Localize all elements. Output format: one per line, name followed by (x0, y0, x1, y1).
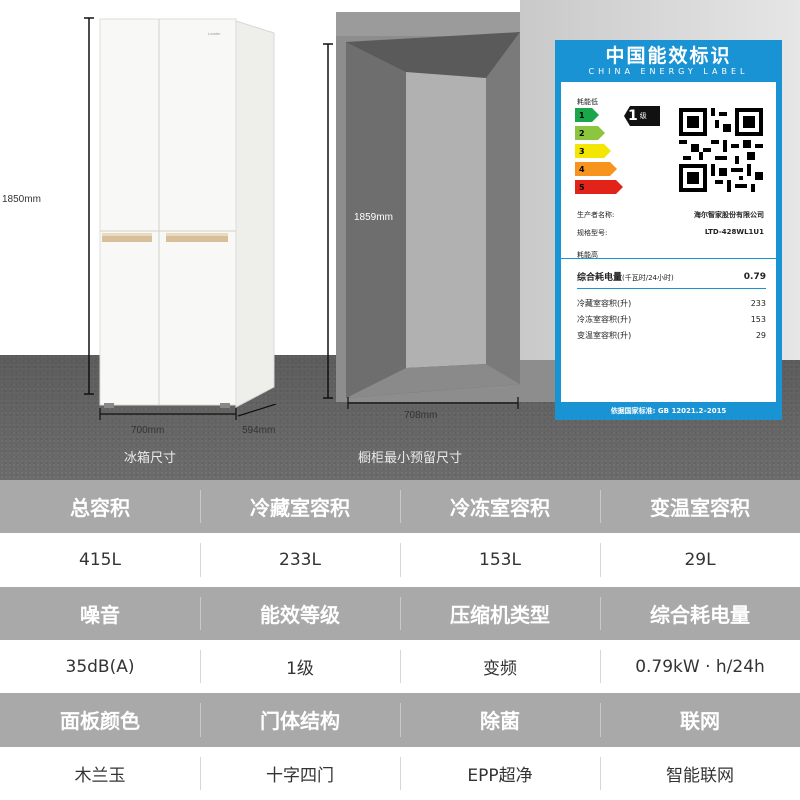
spec-value-row: 35dB(A) 1级 变频 0.79kW · h/24h (0, 639, 800, 694)
cabinet-height-label: 1859mm (354, 212, 393, 223)
spec-value: 29L (600, 533, 800, 586)
spec-value: 153L (400, 533, 600, 586)
fridge-caption: 冰箱尺寸 (124, 451, 177, 466)
energy-row: 冷藏室容积(升)233 (577, 298, 766, 308)
model-value: LTD-428WL1U1 (704, 228, 764, 236)
spec-header-row: 总容积 冷藏室容积 冷冻室容积 变温室容积 (0, 480, 800, 534)
grade-bar-1: 1 (575, 108, 599, 122)
fridge-height-label: 1850mm (2, 194, 41, 205)
grade-bar-3: 3 (575, 144, 611, 158)
energy-label-title: 中国能效标识 (605, 45, 732, 67)
spec-value-row: 木兰玉 十字四门 EPP超净 智能联网 (0, 746, 800, 800)
fridge-width-depth-lines (99, 404, 277, 420)
energy-row: 冷冻室容积(升)153 (577, 314, 766, 324)
spec-value: 0.79kW · h/24h (600, 640, 800, 693)
spec-value: 十字四门 (200, 747, 400, 800)
low-consumption-label: 耗能低 (577, 98, 598, 106)
spec-value: 变频 (400, 640, 600, 693)
energy-label: 中国能效标识 CHINA ENERGY LABEL 耗能低 1 2 3 4 5 … (555, 40, 782, 420)
spec-value: 233L (200, 533, 400, 586)
grade-bar-4: 4 (575, 162, 617, 176)
manufacturer-value: 海尔智家股份有限公司 (694, 211, 764, 219)
high-consumption-label: 耗能高 (577, 251, 598, 259)
energy-row: 变温室容积(升)29 (577, 330, 766, 340)
spec-header: 冷冻室容积 (400, 480, 600, 533)
spec-value-row: 415L 233L 153L 29L (0, 533, 800, 587)
cabinet-width-label: 708mm (404, 410, 438, 421)
spec-header: 联网 (600, 693, 800, 746)
spec-value: 智能联网 (600, 747, 800, 800)
model-label: 规格型号: (577, 229, 608, 237)
fridge-depth-label: 594mm (242, 425, 276, 436)
consumption-row: 综合耗电量(千瓦时/24小时) 0.79 (577, 265, 766, 289)
spec-header: 冷藏室容积 (200, 480, 400, 533)
spec-value: 415L (79, 549, 121, 570)
spec-header: 变温室容积 (600, 480, 800, 533)
spec-table: 总容积 冷藏室容积 冷冻室容积 变温室容积 415L 233L 153L 29L… (0, 480, 800, 800)
grade-bar-5: 5 (575, 180, 623, 194)
consumption-value: 0.79 (743, 271, 766, 282)
fridge-illustration: Leader (96, 17, 276, 409)
fridge-height-arrow (84, 17, 94, 395)
spec-header-row: 噪音 能效等级 压缩机类型 综合耗电量 (0, 586, 800, 640)
spec-value: 木兰玉 (74, 765, 126, 786)
spec-header: 总容积 (70, 496, 130, 521)
spec-header: 面板颜色 (60, 709, 140, 734)
grade-bar-2: 2 (575, 126, 605, 140)
qr-code-icon (679, 108, 763, 192)
product-dimension-hero: 1850mm Leader 700mm 5 (0, 0, 800, 480)
spec-header: 噪音 (80, 602, 120, 627)
spec-value: 35dB(A) (65, 656, 135, 677)
energy-label-subtitle: CHINA ENERGY LABEL (588, 67, 749, 76)
energy-label-standard: 依据国家标准: GB 12021.2–2015 (610, 407, 727, 415)
spec-header: 能效等级 (200, 587, 400, 640)
cabinet-height-arrow (323, 43, 333, 399)
spec-header: 门体结构 (200, 693, 400, 746)
energy-grade-bars: 1 2 3 4 5 (575, 108, 623, 198)
spec-header: 除菌 (400, 693, 600, 746)
fridge-width-label: 700mm (131, 425, 165, 436)
manufacturer-label: 生产者名称: (577, 211, 615, 219)
svg-text:Leader: Leader (208, 31, 221, 36)
cabinet-caption: 橱柜最小预留尺寸 (358, 451, 463, 466)
cabinet-width-line (347, 397, 519, 409)
spec-value: 1级 (200, 640, 400, 693)
spec-header-row: 面板颜色 门体结构 除菌 联网 (0, 693, 800, 747)
spec-header: 综合耗电量 (600, 587, 800, 640)
spec-value: EPP超净 (400, 747, 600, 800)
spec-header: 压缩机类型 (400, 587, 600, 640)
